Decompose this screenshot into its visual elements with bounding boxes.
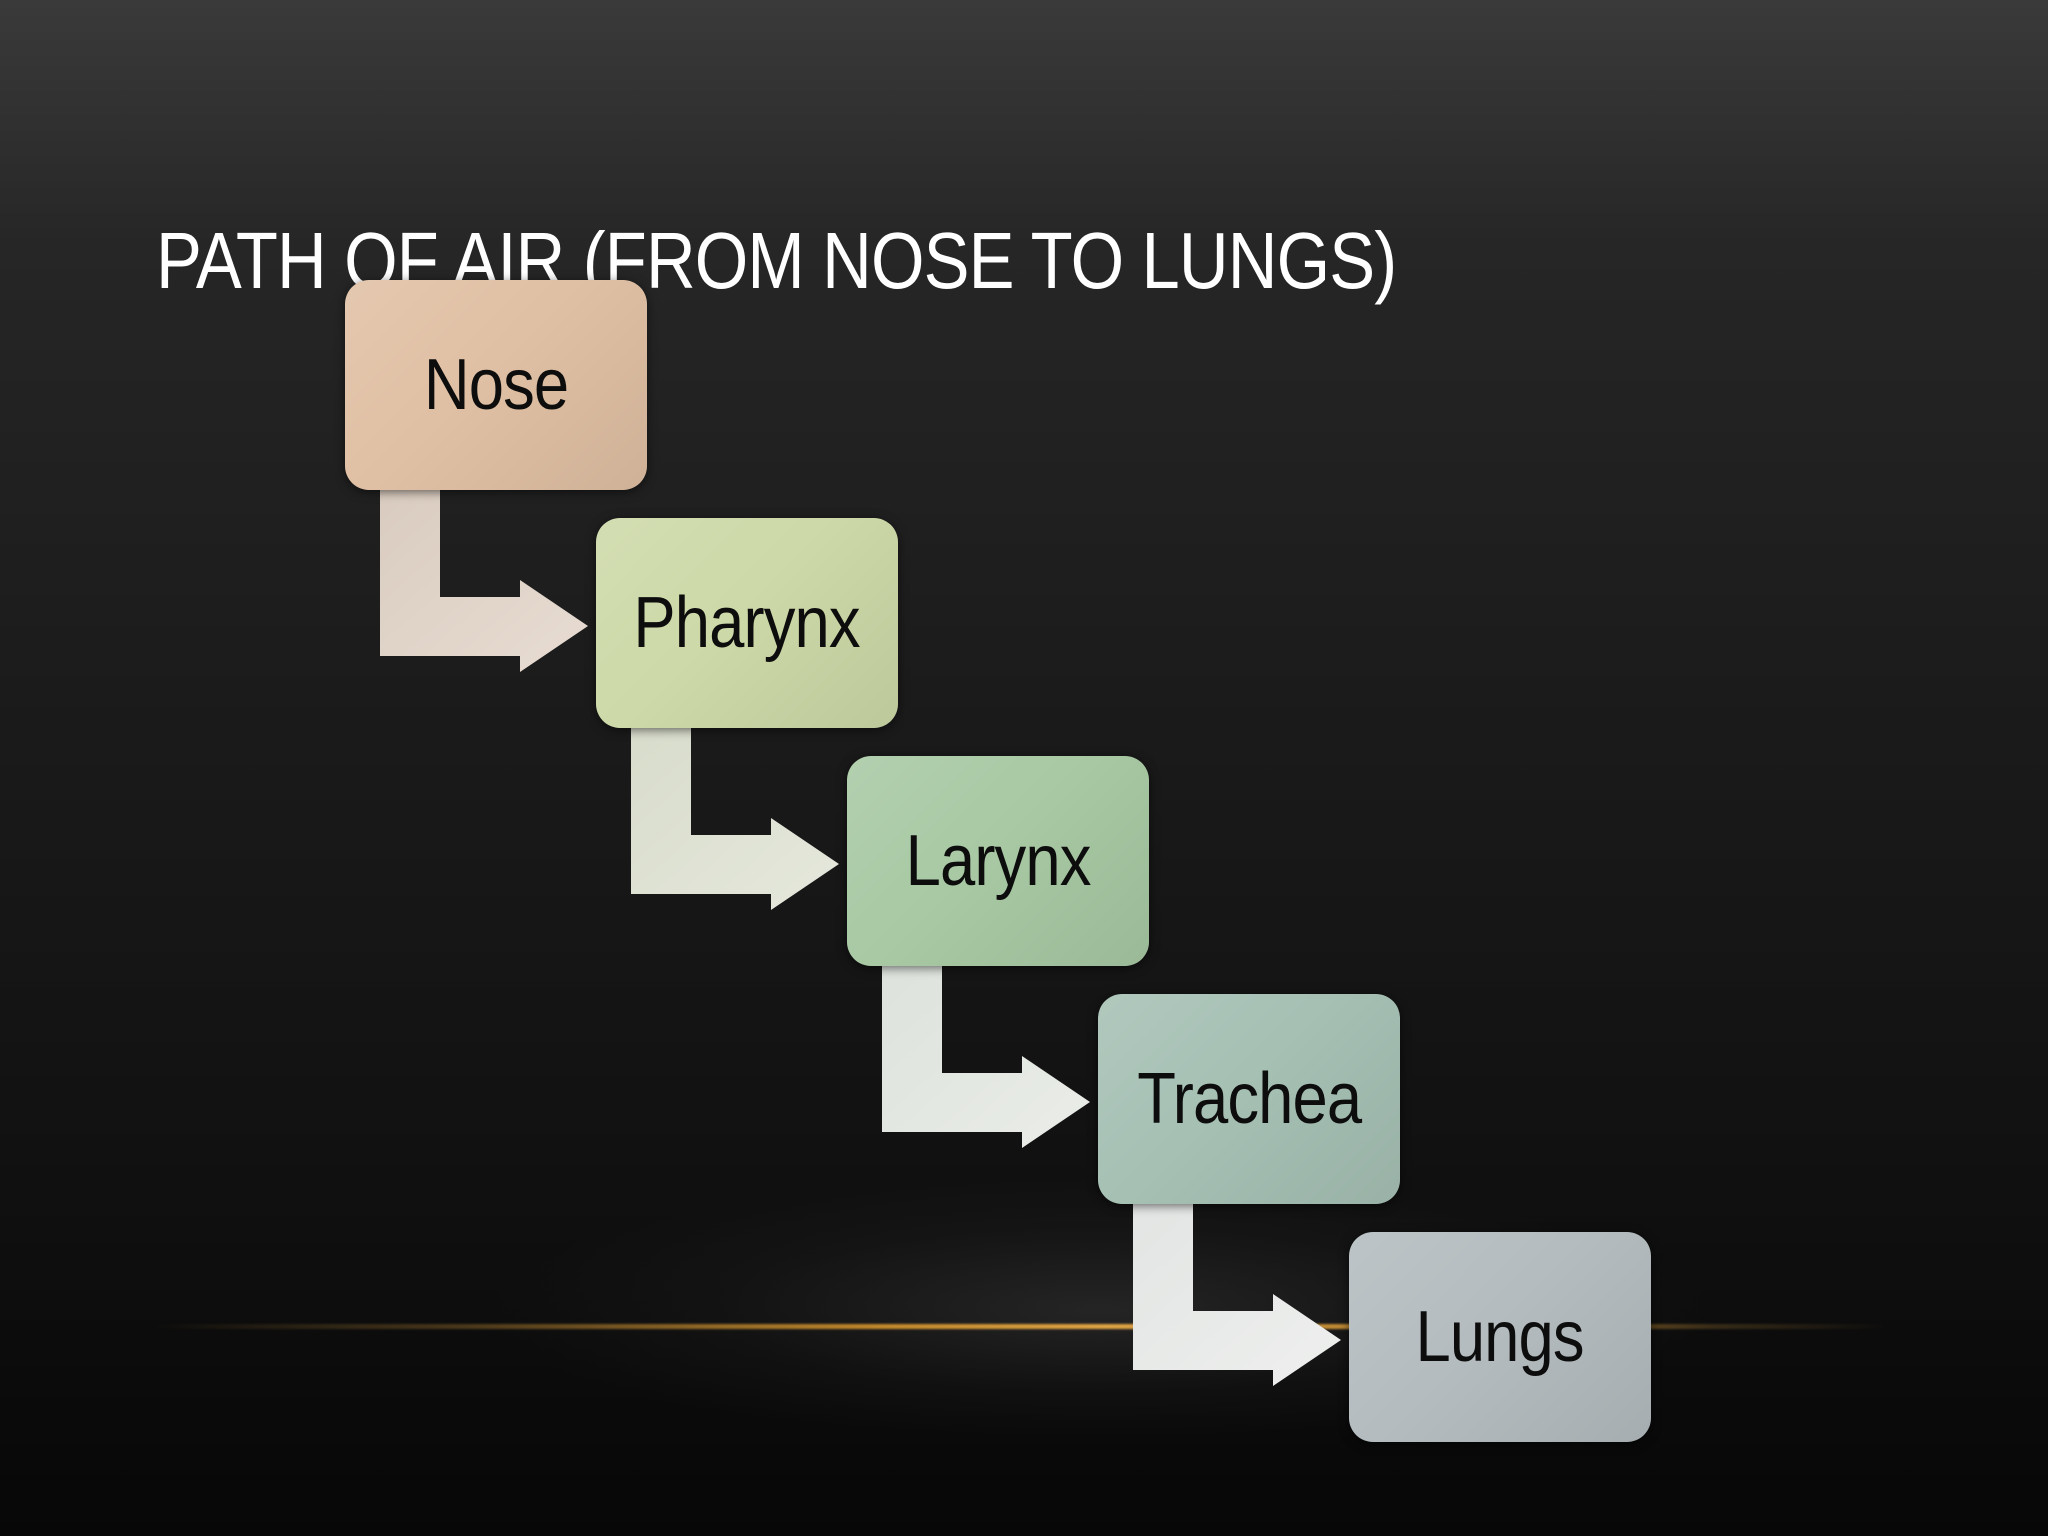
- step-label-larynx: Larynx: [905, 821, 1092, 901]
- flow-arrow-3: [882, 966, 1090, 1148]
- flow-arrow-1: [380, 490, 588, 672]
- step-label-lungs: Lungs: [1415, 1297, 1585, 1377]
- step-box-lungs: Lungs: [1349, 1232, 1651, 1442]
- step-label-pharynx: Pharynx: [633, 583, 861, 663]
- step-box-trachea: Trachea: [1098, 994, 1400, 1204]
- flow-arrow-2: [631, 728, 839, 910]
- horizon-accent-line: [150, 1324, 1890, 1329]
- step-box-nose: Nose: [345, 280, 647, 490]
- step-label-trachea: Trachea: [1137, 1059, 1362, 1139]
- step-box-larynx: Larynx: [847, 756, 1149, 966]
- flow-arrow-4: [1133, 1204, 1341, 1386]
- step-box-pharynx: Pharynx: [596, 518, 898, 728]
- step-label-nose: Nose: [423, 345, 569, 425]
